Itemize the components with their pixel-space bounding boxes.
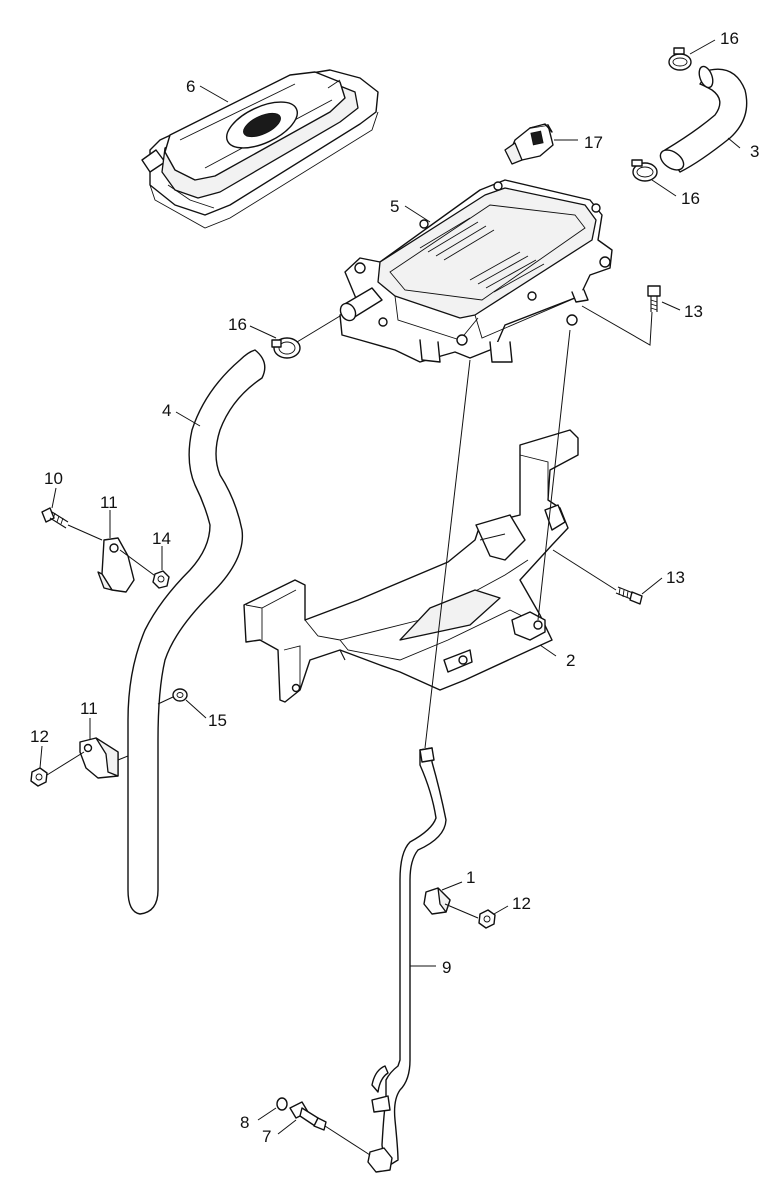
part-16-clamp-middle [631,159,658,182]
callout-10: 10 [44,469,63,488]
part-7-fitting [289,1101,371,1156]
part-11-clip-upper [97,537,159,593]
part-11-clip-lower [79,737,129,779]
part-6-cover [141,69,379,229]
part-15-washer [157,688,188,705]
part-16-clamp-top [668,47,692,71]
part-2-bracket [243,429,579,703]
part-13-bolt-upper [581,285,661,346]
callout-11-upper: 11 [100,493,118,512]
part-16-clamp-left [271,337,301,359]
callout-1: 1 [466,868,475,887]
callout-14: 14 [152,529,171,548]
part-5-module [339,179,613,363]
callout-2: 2 [566,651,575,670]
callout-9: 9 [442,958,451,977]
part-1-clip [423,887,479,919]
callout-15: 15 [208,711,227,730]
callout-13-upper: 13 [684,302,703,321]
alignment-line-2 [537,329,571,621]
callout-4: 4 [162,401,171,420]
callout-16-top: 16 [720,29,739,48]
callout-16-middle: 16 [681,189,700,208]
callout-7: 7 [262,1127,271,1146]
leader-lines [39,39,741,1135]
part-13-bolt-lower [552,549,643,605]
callout-5: 5 [390,197,399,216]
part-4-long-hose [127,349,266,915]
callout-11-lower: 11 [80,699,98,718]
callout-12-left: 12 [30,727,49,746]
part-3-upper-hose [659,65,748,173]
part-10-bolt [41,507,103,541]
part-12-nut-right [478,909,496,929]
callout-8: 8 [240,1113,249,1132]
callout-labels: 6 5 17 16 3 16 16 13 4 10 11 14 15 11 12… [30,29,759,1146]
part-8-o-ring [276,1097,288,1111]
callout-6: 6 [186,77,195,96]
callout-17: 17 [584,133,603,152]
part-17-connector [504,123,554,165]
callout-3: 3 [750,142,759,161]
part-9-pipe [367,747,447,1173]
cooling-fins [419,217,545,293]
part-12-nut-left [30,751,85,787]
callout-16-left: 16 [228,315,247,334]
callout-12-right: 12 [512,894,531,913]
callout-13-lower: 13 [666,568,685,587]
alignment-line-1 [424,359,471,749]
part-14-nut [152,570,170,589]
